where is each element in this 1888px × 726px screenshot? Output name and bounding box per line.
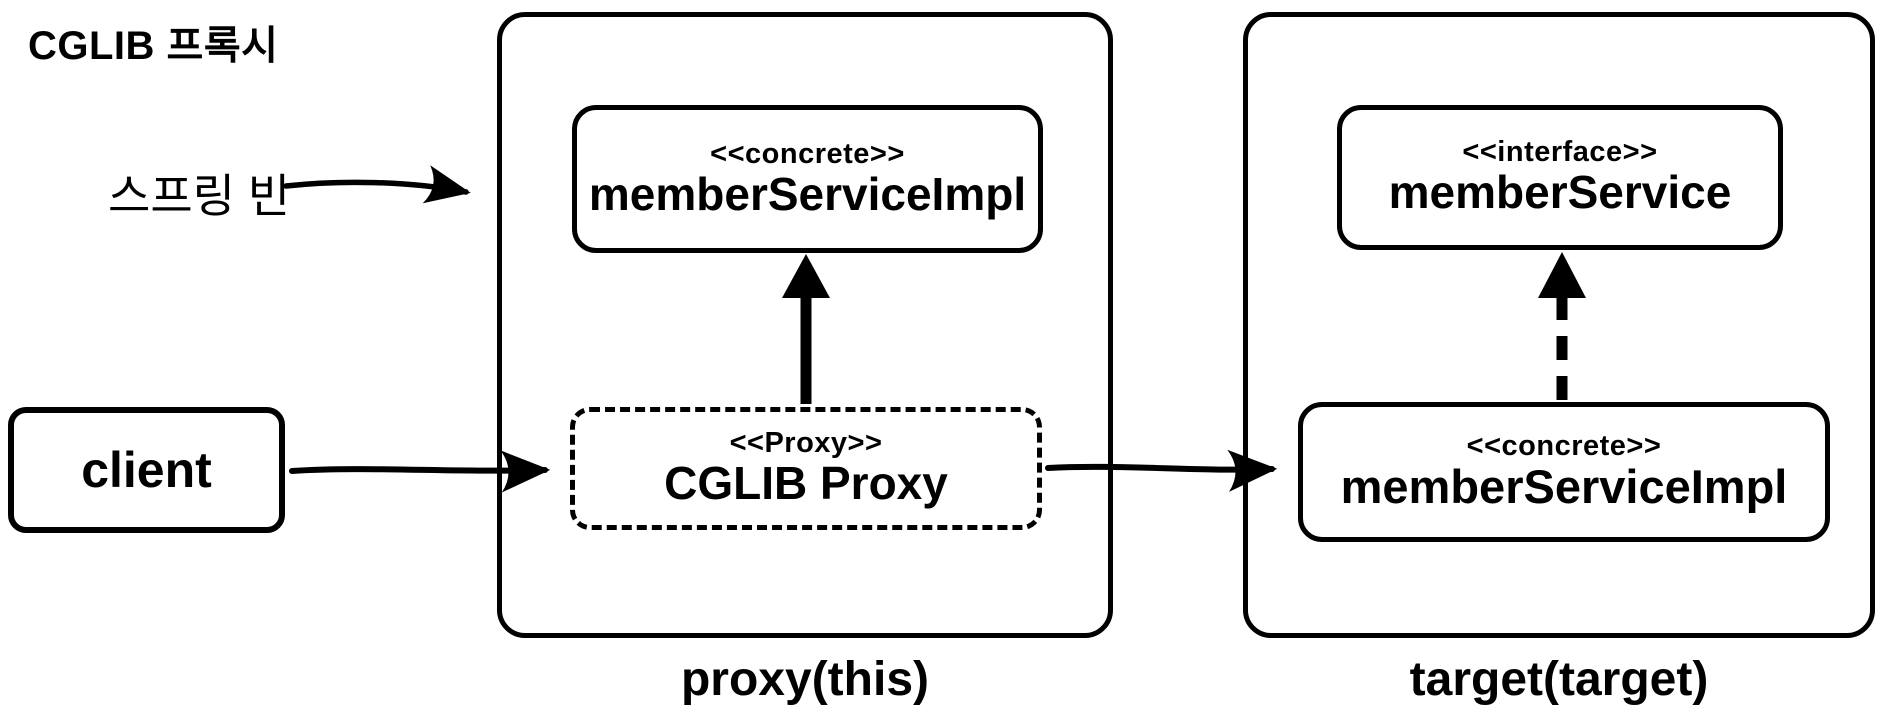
proxy-group-container bbox=[497, 12, 1113, 638]
cglib-proxy-box: <<Proxy>> CGLIB Proxy bbox=[570, 407, 1042, 530]
target-concrete-stereotype: <<concrete>> bbox=[1466, 429, 1662, 462]
cglib-proxy-stereotype: <<Proxy>> bbox=[729, 427, 883, 459]
spring-bean-label: 스프링 빈 bbox=[108, 170, 291, 222]
diagram-title: CGLIB 프록시 bbox=[28, 24, 279, 68]
target-concrete-name: memberServiceImpl bbox=[1340, 460, 1788, 514]
proxy-concrete-name: memberServiceImpl bbox=[588, 167, 1027, 220]
target-interface-name: memberService bbox=[1388, 166, 1732, 219]
proxy-group-label: proxy(this) bbox=[680, 653, 929, 706]
target-concrete-box: <<concrete>> memberServiceImpl bbox=[1298, 402, 1830, 542]
proxy-concrete-box: <<concrete>> memberServiceImpl bbox=[572, 105, 1043, 253]
target-group-label: target(target) bbox=[1409, 653, 1709, 706]
proxy-concrete-stereotype: <<concrete>> bbox=[710, 137, 905, 170]
client-box: client bbox=[8, 407, 285, 533]
target-interface-stereotype: <<interface>> bbox=[1462, 136, 1658, 168]
client-box-label: client bbox=[81, 442, 212, 498]
target-interface-box: <<interface>> memberService bbox=[1337, 105, 1783, 250]
cglib-proxy-name: CGLIB Proxy bbox=[664, 457, 948, 510]
spring-bean-arrow bbox=[283, 165, 471, 204]
target-group-container bbox=[1243, 12, 1875, 638]
